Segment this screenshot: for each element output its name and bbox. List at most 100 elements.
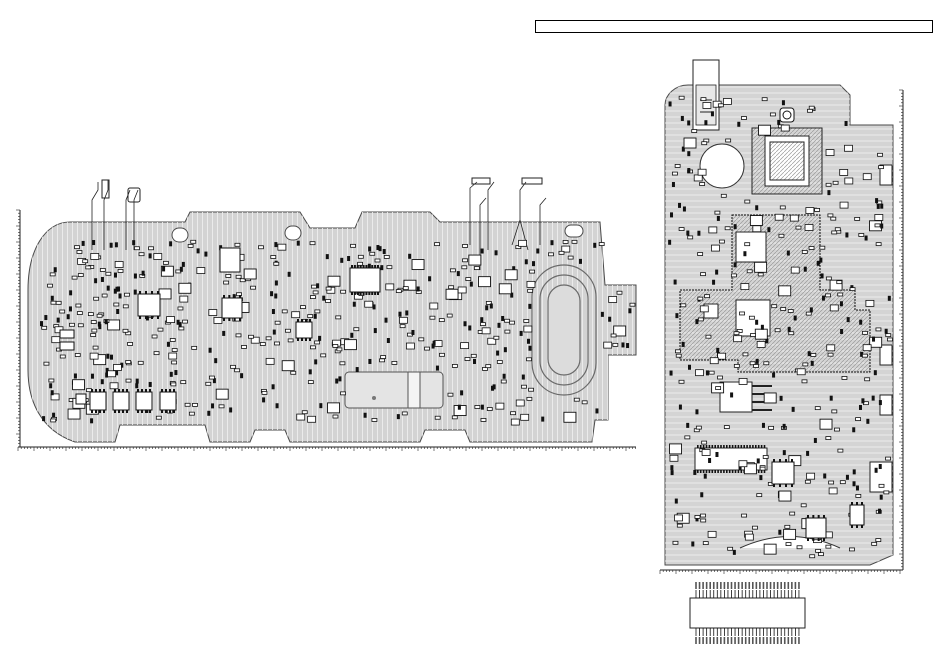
smd-resistor — [763, 455, 768, 458]
smd-resistor — [86, 266, 91, 269]
smd-resistor — [51, 419, 56, 422]
smd-ic — [179, 283, 191, 293]
smd-resistor — [725, 227, 730, 230]
smd-resistor — [740, 312, 745, 315]
smd-resistor — [706, 335, 711, 338]
smd-resistor — [709, 371, 714, 374]
smd-capacitor — [309, 369, 312, 374]
smd-capacitor — [98, 324, 101, 329]
smd-capacitor — [340, 258, 343, 263]
smd-capacitor — [716, 348, 719, 353]
smd-capacitor — [874, 370, 877, 375]
smd-capacitor — [675, 499, 678, 504]
smd-capacitor — [691, 541, 694, 546]
smd-diode — [711, 245, 719, 251]
smd-capacitor — [51, 296, 54, 301]
smd-diode — [797, 369, 805, 375]
smd-diode — [718, 353, 726, 359]
smd-resistor — [826, 545, 831, 548]
smd-diode — [113, 365, 121, 371]
smd-resistor — [69, 323, 74, 326]
smd-diode — [844, 145, 852, 151]
smd-resistor — [501, 380, 506, 383]
smd-diode — [708, 531, 716, 537]
smd-ic — [759, 125, 771, 135]
smd-capacitor — [368, 246, 371, 251]
smd-resistor — [271, 256, 276, 259]
smd-capacitor — [626, 343, 629, 348]
smd-capacitor — [861, 398, 864, 403]
smd-resistor — [775, 329, 780, 332]
smd-capacitor — [134, 290, 137, 295]
smd-resistor — [849, 548, 854, 551]
smd-resistor — [381, 356, 386, 359]
smd-resistor — [44, 362, 49, 365]
smd-resistor — [675, 164, 680, 167]
smd-capacitor — [149, 253, 152, 258]
smd-resistor — [715, 211, 720, 214]
smd-diode — [827, 345, 835, 351]
smd-capacitor — [856, 485, 859, 490]
smd-capacitor — [428, 276, 431, 281]
smd-resistor — [326, 287, 331, 290]
smd-resistor — [803, 363, 808, 366]
smd-resistor — [310, 296, 315, 299]
ic-package — [350, 268, 380, 292]
smd-resistor — [574, 398, 579, 401]
smd-capacitor — [759, 475, 762, 480]
ic-package — [160, 392, 176, 410]
smd-resistor — [828, 353, 833, 356]
smd-capacitor — [782, 100, 785, 105]
smd-resistor — [751, 333, 756, 336]
smd-capacitor — [272, 309, 275, 314]
smd-capacitor — [115, 242, 118, 247]
smd-resistor — [448, 393, 453, 396]
smd-capacitor — [679, 405, 682, 410]
smd-diode — [739, 378, 747, 384]
smd-resistor — [114, 303, 119, 306]
smd-resistor — [163, 261, 168, 264]
smd-capacitor — [270, 291, 273, 296]
smd-resistor — [291, 371, 296, 374]
smd-capacitor — [704, 120, 707, 125]
smd-capacitor — [704, 474, 707, 479]
smd-resistor — [402, 412, 407, 415]
smd-diode — [829, 488, 837, 494]
smd-capacitor — [380, 265, 383, 270]
smd-resistor — [128, 342, 133, 345]
smd-capacitor — [288, 272, 291, 277]
smd-resistor — [447, 314, 452, 317]
smd-capacitor — [207, 411, 210, 416]
smd-resistor — [494, 336, 499, 339]
smd-capacitor — [734, 262, 737, 267]
smd-capacitor — [697, 231, 700, 236]
smd-capacitor — [845, 121, 848, 126]
smd-capacitor — [712, 280, 715, 285]
smd-capacitor — [730, 392, 733, 397]
smd-resistor — [855, 217, 860, 220]
smd-capacitor — [528, 346, 531, 351]
smd-resistor — [333, 344, 338, 347]
smd-resistor — [158, 328, 163, 331]
smd-diode — [167, 317, 175, 323]
ic-package — [90, 392, 106, 410]
smd-resistor — [106, 272, 111, 275]
smd-capacitor — [579, 259, 582, 264]
smd-capacitor — [668, 240, 671, 245]
smd-resistor — [50, 273, 55, 276]
smd-capacitor — [670, 465, 673, 470]
smd-resistor — [818, 553, 823, 556]
smd-resistor — [449, 286, 454, 289]
smd-capacitor — [671, 470, 674, 475]
smd-capacitor — [67, 314, 70, 319]
smd-resistor — [92, 329, 97, 332]
smd-capacitor — [879, 464, 882, 469]
smd-capacitor — [69, 306, 72, 311]
smd-capacitor — [681, 116, 684, 121]
smd-resistor — [209, 376, 214, 379]
smd-capacitor — [174, 370, 177, 375]
smd-resistor — [673, 541, 678, 544]
smd-capacitor — [743, 251, 746, 256]
smd-resistor — [676, 354, 681, 357]
